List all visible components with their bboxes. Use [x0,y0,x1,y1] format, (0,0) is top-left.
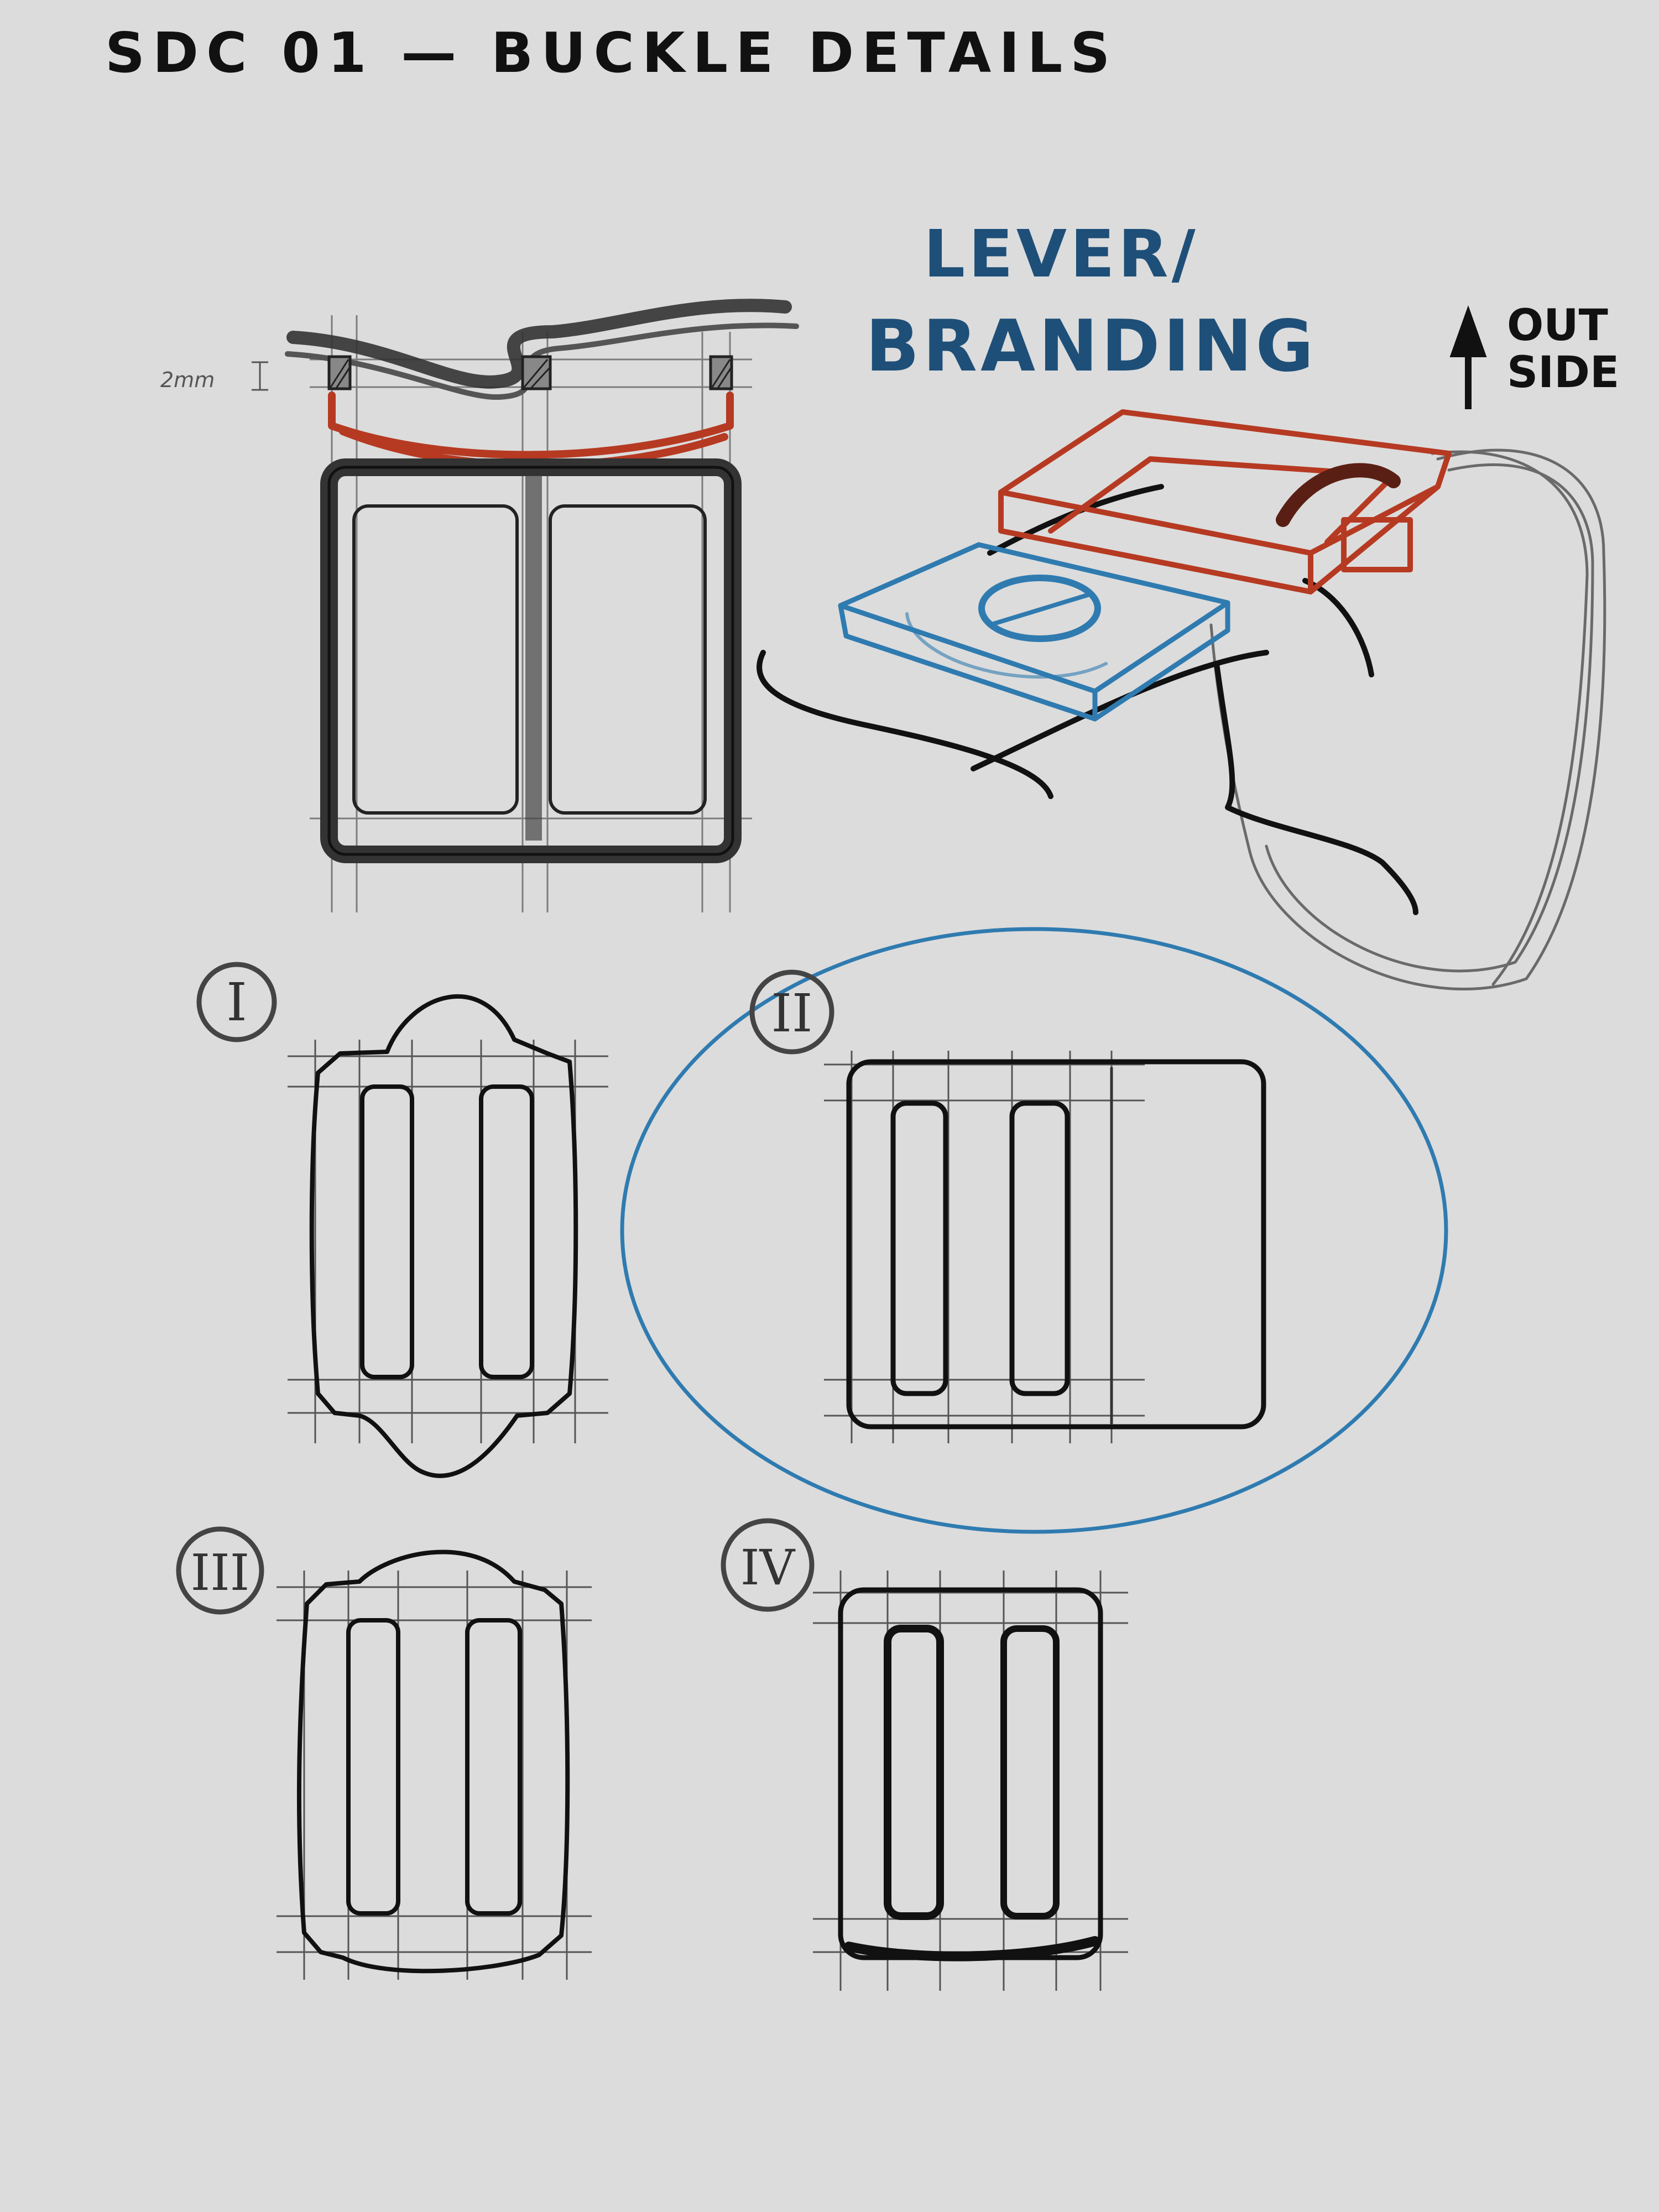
variant-ii-badge [749,969,834,1055]
variant-i-slot-left [360,1084,414,1379]
arrow-up-icon [1449,305,1487,409]
branding-logo [978,575,1101,642]
dimension-label: 2mm [160,368,215,392]
variant-iii-frame [296,1550,570,1974]
variant-iii-slot-left [346,1618,400,1916]
variant-i-frame [309,994,578,1478]
buckle-front-slot-left [352,504,519,815]
strap-section [286,299,792,389]
section-front-view: 2mm [160,299,799,912]
variant-iv-slot-right [1000,1625,1060,1919]
callout-branding: BRANDING [865,305,1317,388]
variant-i-badge [196,962,277,1042]
variant-iv-numeral: IV [740,1539,796,1596]
variant-iv-frame [838,1587,1103,1960]
variant-ii-slot-left [890,1100,948,1396]
variant-iv: IV [721,1518,1128,1991]
callout-lever: LEVER/ [924,216,1199,292]
variant-ii-frame [846,1059,1266,1430]
variant-iii-badge [176,1526,264,1615]
buckle-front-slot-right [549,504,707,815]
perspective-view: LEVER/ BRANDING OUT SIDE [757,216,1619,990]
variant-i: I [196,962,608,1478]
variant-iii: III [176,1526,592,1980]
dimension-marker [252,361,268,391]
variant-ii-selection-ring [620,927,1448,1534]
lever-red [998,409,1452,594]
strap-loop [1209,448,1606,990]
orientation-side: SIDE [1507,348,1619,398]
variant-iii-numeral: III [191,1544,250,1602]
lever-section-red [328,392,734,469]
variant-iii-slot-right [465,1618,522,1916]
variant-ii: II [620,927,1448,1534]
orientation-out: OUT [1507,301,1608,351]
variant-i-slot-right [479,1084,534,1379]
variant-i-numeral: I [226,972,247,1033]
variant-iv-slot-left [884,1625,944,1920]
variant-ii-numeral: II [771,983,812,1044]
variant-ii-slot-right [1009,1100,1070,1396]
branding-plate-blue [838,542,1230,722]
sheet-title: SDC 01 — BUCKLE DETAILS [105,20,1118,85]
variant-iv-badge [721,1518,815,1612]
